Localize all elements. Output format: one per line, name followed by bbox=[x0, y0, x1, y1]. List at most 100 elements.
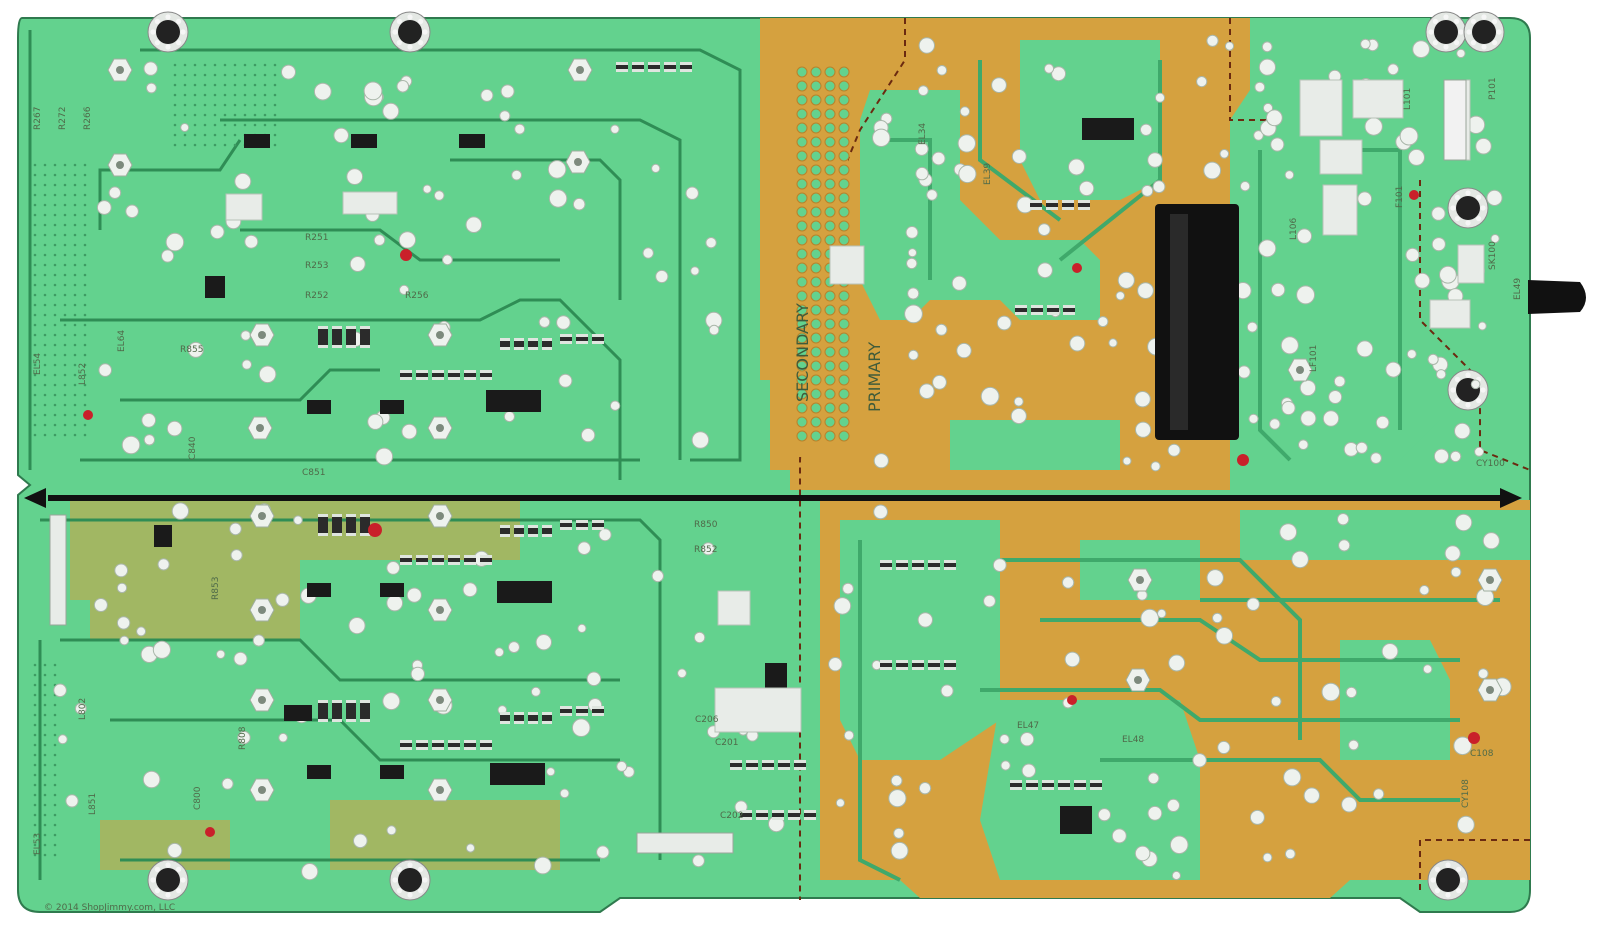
smd-part bbox=[648, 62, 660, 72]
solder-pad bbox=[1439, 265, 1457, 284]
smd-part bbox=[664, 62, 676, 72]
solder-pad bbox=[1169, 835, 1189, 855]
solder-pad bbox=[1412, 40, 1430, 59]
solder-pad bbox=[293, 515, 303, 526]
solder-pad bbox=[157, 558, 170, 571]
solder-pad bbox=[143, 61, 158, 76]
ref-sk100: SK100 bbox=[1488, 241, 1498, 270]
solder-pad bbox=[244, 234, 259, 249]
solder-pad bbox=[480, 88, 494, 102]
smd-part bbox=[1026, 780, 1038, 790]
smd-part bbox=[912, 660, 924, 670]
solder-pad bbox=[1019, 732, 1035, 747]
solder-pad bbox=[1246, 597, 1260, 611]
solder-pad bbox=[1246, 321, 1258, 333]
smd-part bbox=[400, 740, 412, 750]
solder-pad bbox=[692, 854, 705, 868]
solder-pad bbox=[116, 582, 128, 594]
ref-r267: R267 bbox=[33, 107, 43, 130]
solder-pad bbox=[609, 400, 621, 411]
solder-pad bbox=[842, 582, 854, 595]
solder-pad bbox=[1013, 396, 1024, 407]
solder-pad bbox=[1372, 788, 1385, 800]
solder-pad bbox=[1470, 379, 1481, 390]
ref-el53: EL53 bbox=[33, 833, 43, 855]
smd-part bbox=[912, 560, 924, 570]
solder-pad bbox=[835, 798, 846, 808]
solder-pad bbox=[1444, 545, 1461, 562]
solder-pad bbox=[1370, 452, 1382, 465]
solder-pad bbox=[442, 254, 453, 266]
solder-pad bbox=[873, 453, 889, 469]
solder-pad bbox=[1456, 48, 1466, 59]
smd-part bbox=[1074, 780, 1086, 790]
solder-pad bbox=[141, 412, 157, 428]
ref-r852: R852 bbox=[694, 545, 717, 555]
smd-part bbox=[416, 370, 428, 380]
smd-part bbox=[432, 555, 444, 565]
smd-part bbox=[944, 660, 956, 670]
solder-pad bbox=[349, 256, 366, 272]
solder-pad bbox=[1449, 450, 1462, 463]
smd-part bbox=[480, 740, 492, 750]
solder-pad bbox=[216, 649, 226, 659]
solder-pad bbox=[1069, 335, 1086, 352]
solder-pad bbox=[229, 522, 242, 536]
solder-pad bbox=[373, 234, 386, 246]
solder-pad bbox=[1137, 282, 1154, 300]
solder-pad bbox=[1475, 137, 1492, 155]
solder-pad bbox=[1270, 282, 1286, 298]
solder-pad bbox=[708, 324, 720, 336]
smd-part bbox=[1090, 780, 1102, 790]
solder-pad bbox=[1387, 63, 1399, 76]
solder-pad bbox=[1284, 848, 1296, 860]
smd-part bbox=[528, 712, 538, 724]
solder-pad bbox=[651, 163, 661, 173]
solder-pad bbox=[1381, 643, 1399, 660]
solder-pad bbox=[951, 275, 967, 291]
solder-pad bbox=[1037, 223, 1051, 237]
solder-pad bbox=[957, 134, 976, 153]
solder-pad bbox=[396, 80, 410, 93]
ref-r252: R252 bbox=[305, 291, 328, 301]
via-grid bbox=[796, 66, 850, 442]
solder-pad bbox=[1385, 361, 1402, 378]
solder-pad bbox=[1021, 763, 1037, 778]
solder-pad bbox=[558, 373, 573, 388]
smd-part bbox=[542, 338, 552, 350]
smd-part bbox=[680, 62, 692, 72]
solder-pad bbox=[382, 692, 401, 711]
smd-part bbox=[346, 326, 356, 348]
solder-pad bbox=[1135, 421, 1152, 438]
ref-l106: L106 bbox=[1289, 218, 1299, 240]
ref-c202: C202 bbox=[720, 811, 743, 821]
solder-pad bbox=[281, 64, 296, 80]
solder-pad bbox=[1266, 109, 1283, 127]
solder-pad bbox=[275, 592, 290, 607]
solder-pad bbox=[932, 374, 947, 390]
solder-pad bbox=[893, 827, 905, 839]
solder-pad bbox=[546, 767, 556, 777]
ref-el48: EL48 bbox=[1122, 735, 1144, 745]
smd-part bbox=[740, 810, 752, 820]
smd-part bbox=[576, 520, 588, 530]
smd-part bbox=[500, 712, 510, 724]
mounting-hole bbox=[147, 859, 189, 901]
smd-part bbox=[332, 514, 342, 536]
solder-pad bbox=[1140, 608, 1159, 628]
smd-part bbox=[788, 810, 800, 820]
solder-pad bbox=[1115, 291, 1126, 301]
smd-part bbox=[804, 810, 816, 820]
smd-part bbox=[514, 525, 524, 537]
ref-cy108: CY108 bbox=[1461, 779, 1471, 808]
solder-pad bbox=[533, 856, 552, 875]
solder-pad bbox=[1435, 369, 1447, 380]
solder-pad bbox=[677, 668, 687, 679]
solder-pad bbox=[348, 617, 366, 635]
solder-pad bbox=[530, 686, 541, 697]
solder-pad bbox=[1357, 191, 1373, 207]
solder-pad bbox=[363, 81, 383, 101]
ref-r256: R256 bbox=[405, 291, 429, 301]
smd-components bbox=[318, 62, 1102, 820]
solder-pad bbox=[1336, 513, 1350, 526]
